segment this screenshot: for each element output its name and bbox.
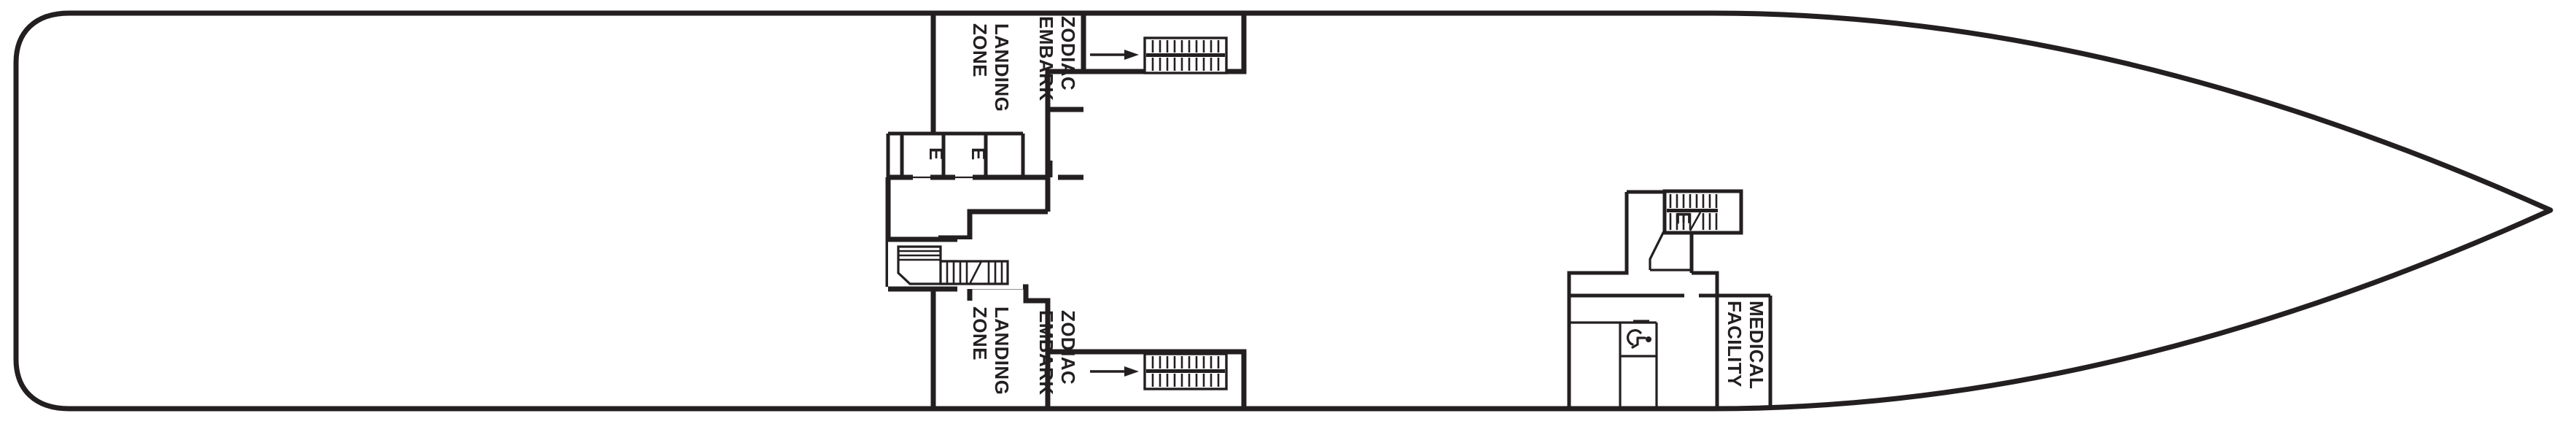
staircase-bottom-landing-bar xyxy=(1146,369,1225,373)
medical-facility-line1: MEDICAL xyxy=(1746,301,1767,389)
label-landing-zone-top: LANDING ZONE xyxy=(969,23,1013,112)
elevator-port-label: E xyxy=(925,147,947,161)
zodiac-embark-top-line2: EMBARK xyxy=(1035,16,1057,101)
arrow-bottom-head xyxy=(1124,366,1139,377)
zodiac-embark-bottom-line2: EMBARK xyxy=(1035,310,1057,396)
zodiac-embark-bottom-line1: ZODIAC xyxy=(1057,310,1079,385)
medical-lobby-left-wall xyxy=(1567,192,1629,409)
zodiac-top-notch-wall xyxy=(1045,69,1083,112)
medical-stair-box xyxy=(1662,189,1743,235)
staircase-bottom-treads xyxy=(1151,356,1220,387)
staircase-top-landing-bar xyxy=(1146,53,1225,57)
label-zodiac-embark-bottom: ZODIAC EMBARK xyxy=(1035,310,1079,396)
midship-lobby-block: E E xyxy=(886,131,1083,180)
medical-stair-exit-diagonal xyxy=(1649,229,1666,270)
wheelchair-accessible-icon xyxy=(1626,329,1651,349)
label-landing-zone-bottom: LANDING ZONE xyxy=(969,307,1013,395)
arrow-right-icon-bottom xyxy=(1090,366,1139,377)
elevator-bank-fill xyxy=(888,134,1023,177)
staircase-top-treads xyxy=(1151,40,1220,71)
stairwell-midship-flight-treads xyxy=(946,261,1003,285)
staircase-top xyxy=(1143,36,1228,74)
zodiac-bottom-embark-wall xyxy=(1048,349,1247,409)
label-zodiac-embark-top: ZODIAC EMBARK xyxy=(1035,16,1079,101)
landing-zone-bottom-block xyxy=(930,289,1247,409)
arrow-right-icon-top xyxy=(1090,50,1139,60)
medical-facility-line2: FACILITY xyxy=(1724,301,1746,388)
hull-path xyxy=(13,10,2553,412)
accessible-body xyxy=(1631,336,1646,349)
stairwell-midship-flight-fill xyxy=(941,261,1008,284)
elevator-starboard-label: E xyxy=(968,147,989,161)
staircase-midship xyxy=(888,236,1023,292)
stairwell-midship-upper-treads xyxy=(898,250,941,261)
landing-zone-bottom-line2: ZONE xyxy=(969,307,991,361)
landing-zone-top-line2: ZONE xyxy=(969,23,991,77)
accessible-head xyxy=(1646,336,1651,342)
medical-connector-wall xyxy=(1692,271,1719,296)
medical-stair-landing-bar xyxy=(1667,209,1718,212)
medical-facility-block: E MEDICAL FACILITY xyxy=(1567,189,1773,409)
elevator-midship-label: E xyxy=(1673,212,1694,225)
ship-hull-outline xyxy=(13,10,2553,412)
staircase-bottom xyxy=(1143,352,1228,390)
accessible-wheel xyxy=(1626,329,1642,346)
arrow-top-head xyxy=(1124,50,1139,60)
medical-stair-treads xyxy=(1669,194,1718,231)
stairwell-midship-flight-box xyxy=(939,260,1009,285)
landing-zone-bottom-line1: LANDING xyxy=(991,307,1013,395)
zodiac-embark-top-line1: ZODIAC xyxy=(1057,16,1079,90)
landing-zone-top-line1: LANDING xyxy=(991,23,1013,112)
